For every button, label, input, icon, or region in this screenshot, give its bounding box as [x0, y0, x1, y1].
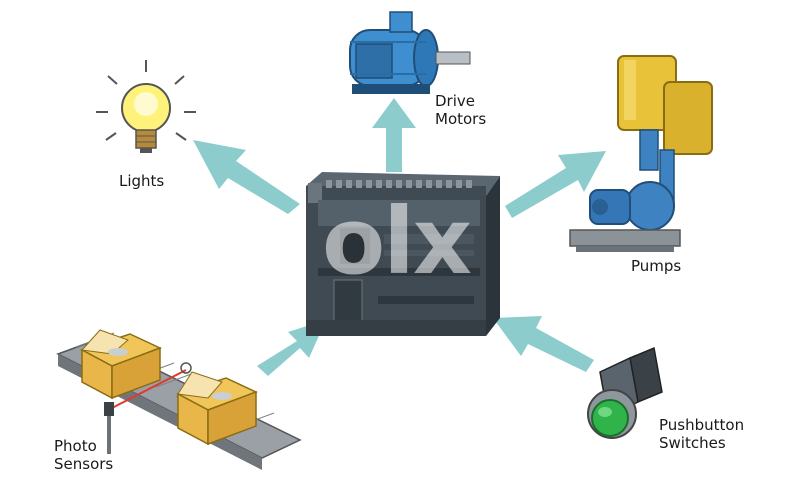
conveyor-photo-sensor-icon	[56, 329, 302, 470]
label-drive-motors-line1: Drive	[435, 92, 475, 110]
label-drive-motors-line2: Motors	[435, 110, 487, 128]
label-pushbutton-line1: Pushbutton	[659, 416, 745, 434]
arrow-to-lights	[193, 140, 300, 214]
pump-icon	[569, 55, 713, 252]
label-lights: Lights	[119, 172, 165, 190]
watermark-text: olx	[322, 188, 472, 295]
plc-controller-icon	[306, 172, 500, 336]
label-photo-sensors-line1: Photo	[54, 437, 97, 455]
pushbutton-switch-icon	[587, 346, 663, 439]
arrow-to-motors	[372, 98, 416, 172]
label-pushbutton-line2: Switches	[659, 434, 726, 452]
arrow-to-pumps	[505, 151, 606, 218]
arrow-from-switches	[493, 316, 594, 372]
electric-motor-icon	[349, 11, 471, 94]
label-photo-sensors-line2: Sensors	[54, 455, 114, 473]
label-pumps: Pumps	[631, 257, 682, 275]
light-bulb-icon	[96, 60, 196, 153]
